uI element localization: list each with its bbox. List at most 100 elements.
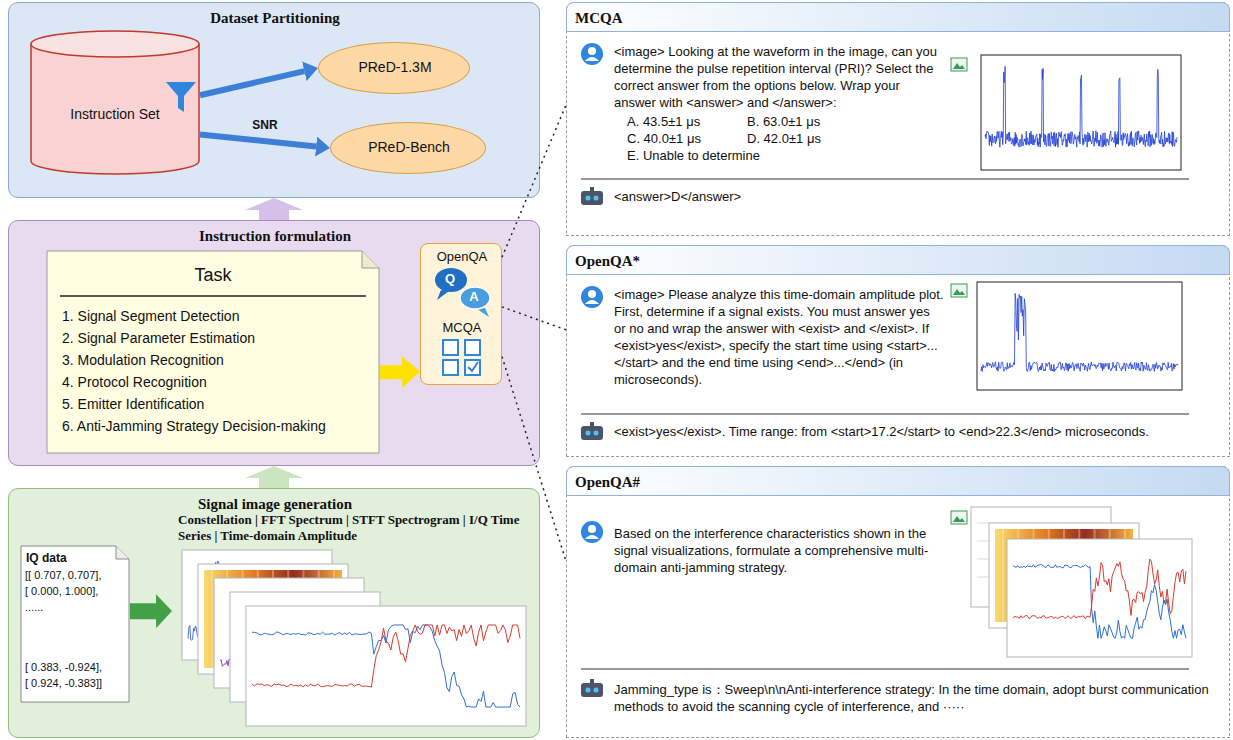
text-slot: 4. Protocol Recognition <box>62 374 374 391</box>
node-heading: Instruction formulation <box>9 227 541 245</box>
node-heading: Task <box>46 264 380 286</box>
data-document: IQ data [[ 0.707, 0.707], [ 0.000, 1.000],… <box>20 545 130 703</box>
text-slot: 5. Emitter Identification <box>62 396 374 413</box>
dataset-oval: PReD-1.3M <box>318 42 470 94</box>
illustration-part <box>47 251 379 453</box>
flow-arrow <box>259 478 289 488</box>
node-text: D. 42.0±1 μs <box>747 131 857 147</box>
illustration-part <box>985 66 1177 147</box>
example-panel: OpenQA# Based on the interference charact… <box>566 466 1230 738</box>
illustration <box>421 244 501 384</box>
panel-header <box>566 466 1230 496</box>
node-text: ...... <box>25 601 127 614</box>
illustration-part <box>951 58 967 71</box>
text-slot: OpenQA* <box>575 252 775 270</box>
text-slot: Dataset Partitioning <box>9 9 541 27</box>
node-heading: PReD-Bench <box>331 139 487 156</box>
node-heading: OpenQA <box>421 249 503 265</box>
illustration-part <box>585 300 599 304</box>
illustration-part <box>460 287 490 309</box>
illustration-part <box>981 55 1181 170</box>
node-text: <answer>D</answer> <box>614 189 914 205</box>
text-slot: MCQA <box>421 320 503 336</box>
text-slot: ...... <box>25 601 127 614</box>
illustration-part <box>435 268 467 292</box>
text-slot: PReD-1.3M <box>319 59 471 76</box>
illustration-part <box>468 362 478 371</box>
text-slot: E. Unable to determine <box>627 148 827 164</box>
text-slot: <image> Please analyze this time-domain … <box>614 286 944 388</box>
panel: Signal image generation IQ data [[ 0.707, … <box>8 488 540 738</box>
text-slot: [ 0.000, 1.000], <box>25 585 127 598</box>
illustration-part <box>31 31 199 57</box>
dotted-leader <box>502 357 566 562</box>
illustration-part <box>588 47 596 55</box>
illustration-part <box>443 360 458 375</box>
node-text: [[ 0.707, 0.707], <box>25 569 127 582</box>
text-slot: SNR <box>241 115 289 133</box>
database-cylinder: Instruction Set <box>30 30 200 175</box>
node-text: 2. Signal Parameter Estimation <box>62 330 374 347</box>
example-panel: MCQA <image> Looking at the waveform in t… <box>566 2 1230 236</box>
text-slot: MCQA <box>575 9 775 27</box>
illustration-part <box>443 340 458 355</box>
illustration <box>30 30 200 175</box>
illustration-part <box>581 43 603 65</box>
flow-arrow <box>259 210 289 220</box>
node-text: C. 40.0±1 μs <box>627 131 737 147</box>
illustration-part <box>581 426 603 440</box>
illustration-part <box>465 340 480 355</box>
illustration-part <box>586 688 591 693</box>
illustration-part <box>252 625 520 687</box>
node-heading: OpenQA# <box>575 473 775 491</box>
text-slot: OpenQA <box>421 249 503 265</box>
node-text: 4. Protocol Recognition <box>62 374 374 391</box>
task-document: Task1. Signal Segment Detection2. Signal… <box>46 250 380 454</box>
format-box: OpenQA MCQA <box>420 243 502 385</box>
icon-letter: Q <box>440 271 460 287</box>
illustration-part <box>977 282 1182 390</box>
text-slot: Based on the interference characteristic… <box>614 525 944 576</box>
illustration-part <box>31 44 199 174</box>
node-heading: Signal image generation <box>9 495 541 513</box>
text-slot: <image> Looking at the waveform in the i… <box>614 43 944 111</box>
illustration-part <box>581 521 603 543</box>
panel-header <box>566 2 1230 32</box>
text-slot: IQ data <box>26 551 124 565</box>
illustration-part <box>581 191 603 205</box>
text-slot: 6. Anti-Jamming Strategy Decision-making <box>62 418 374 435</box>
node-heading: Constellation | FFT Spectrum | STFT Spec… <box>178 512 530 544</box>
illustration-part <box>953 289 965 295</box>
flow-arrow <box>130 603 156 619</box>
illustration-part <box>594 196 599 201</box>
icon-letter: A <box>464 289 484 305</box>
node-heading: OpenQA* <box>575 252 775 270</box>
text-slot: [ 0.924, -0.383]] <box>25 677 127 690</box>
illustration-part <box>246 606 526 726</box>
text-slot: <answer>D</answer> <box>614 189 914 205</box>
illustration-part <box>953 63 965 69</box>
node-heading: Dataset Partitioning <box>9 9 541 27</box>
illustration-part <box>581 414 1189 415</box>
illustration-part <box>1007 539 1192 657</box>
text-slot: C. 40.0±1 μs <box>627 131 737 147</box>
illustration-part <box>581 286 603 308</box>
text-slot: OpenQA# <box>575 473 775 491</box>
illustration-part <box>586 196 591 201</box>
illustration-part <box>581 683 603 697</box>
image-stack: Constellation | FFT Spectrum | STFT Spec… <box>172 510 534 732</box>
flow-arrow <box>380 365 402 379</box>
illustration-part <box>585 57 599 61</box>
illustration-part <box>1002 529 1004 622</box>
text-slot: 2. Signal Parameter Estimation <box>62 330 374 347</box>
illustration-part <box>981 293 1178 371</box>
node-heading: PReD-1.3M <box>319 59 471 76</box>
illustration-part <box>211 570 213 668</box>
illustration-part <box>362 251 379 268</box>
panel: Dataset PartitioningInstruction SetPReD-… <box>8 2 540 198</box>
node-text: Jamming_type is：Sweep\n\nAnti-interferen… <box>614 681 1214 715</box>
node-heading: MCQA <box>575 9 775 27</box>
text-slot: B. 63.0±1 μs <box>747 114 857 130</box>
illustration-part <box>586 431 591 436</box>
